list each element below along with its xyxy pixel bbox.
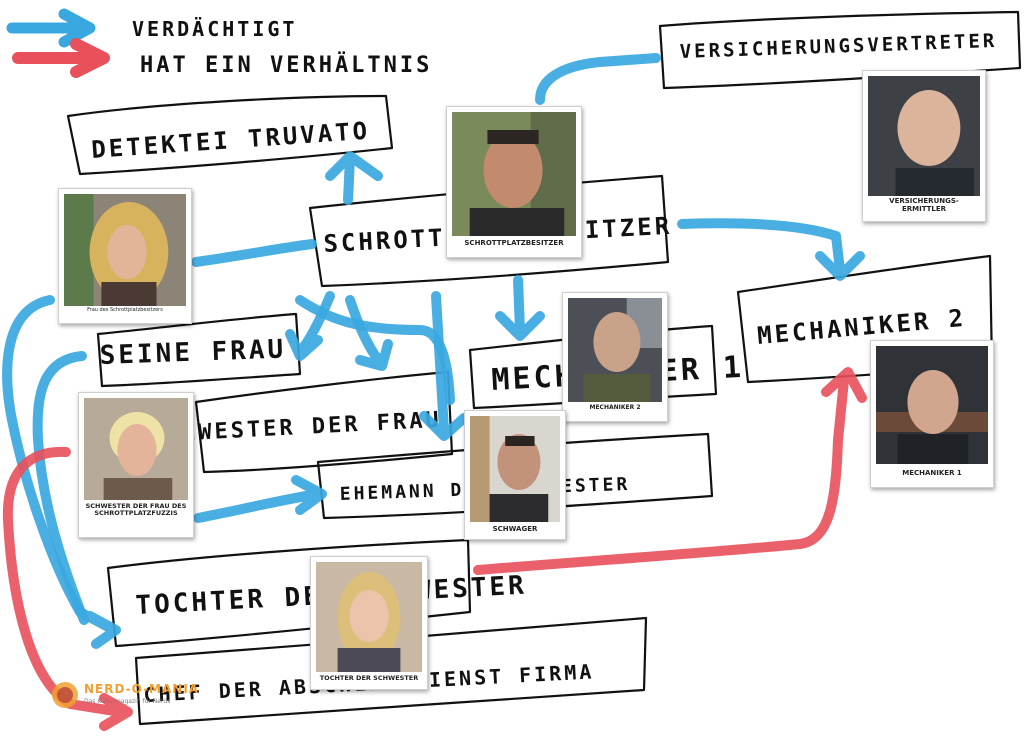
photo-daughter: TOCHTER DER SCHWESTER <box>310 556 428 690</box>
suspect-arrow-owner-to-wife <box>285 291 335 361</box>
legend-affair-arrow <box>12 38 110 78</box>
photo-mechanic1: MECHANIKER 1 <box>870 340 994 488</box>
photo-brother-in-law-caption: SCHWAGER <box>492 525 538 533</box>
photo-wife-sister-caption: SCHWESTER DER FRAU DES SCHROTTPLATZFUZZI… <box>85 502 187 518</box>
photo-wife-caption: Frau des Schrottplatzbesitzers <box>87 307 163 313</box>
suspect-arrow-owner-to-mechanic2 <box>677 218 865 281</box>
photo-mechanic1-caption: MECHANIKER 1 <box>902 469 962 477</box>
photo-brother-in-law-image <box>470 416 560 522</box>
suspect-arrow-owner-to-husband <box>419 291 469 441</box>
photo-daughter-caption: TOCHTER DER SCHWESTER <box>319 674 419 682</box>
legend-suspect-label: VERDÄCHTIGT <box>132 17 297 41</box>
suspect-arrow-owner-to-agent <box>535 53 661 105</box>
suspect-arrow-owner-to-sister <box>345 295 393 371</box>
suspect-arrow-wife-to-owner <box>191 239 317 267</box>
photo-scrapyard-owner-image <box>452 112 576 236</box>
photo-mechanic2-image <box>568 298 662 402</box>
photo-scrapyard-owner: SCHROTTPLATZBESITZER <box>446 106 582 258</box>
box-wife-outline <box>96 312 302 388</box>
box-detective-outline <box>66 94 394 176</box>
photo-scrapyard-owner-caption: SCHROTTPLATZBESITZER <box>464 239 564 247</box>
photo-brother-in-law: SCHWAGER <box>464 410 566 540</box>
box-wife-sister-outline <box>194 370 454 474</box>
suspect-arrow-owner-to-detective <box>325 151 383 205</box>
photo-mechanic1-image <box>876 346 988 464</box>
box-wife-label: SEINE FRAU <box>99 335 286 371</box>
box-insurance-agent-label: VERSICHERUNGSVERTRETER <box>679 30 997 63</box>
photo-wife-image <box>64 194 186 306</box>
photo-mechanic2: MECHANIKER 2 <box>562 292 668 422</box>
watermark-title: NERD-O-MANIA <box>84 682 200 696</box>
photo-insurance-agent-caption: VERSICHERUNGS-ERMITTLER <box>889 197 959 214</box>
box-scrapyard-owner-outline <box>308 174 670 288</box>
watermark: NERD-O-MANIA Das Kulturmagazin für Nerds <box>50 680 260 714</box>
affair-arrow-sister-to-firm <box>2 446 133 731</box>
photo-insurance-agent: VERSICHERUNGS-ERMITTLER <box>862 70 986 222</box>
suspect-arrow-wife-to-firm <box>2 295 121 649</box>
photo-daughter-image <box>316 562 422 672</box>
box-husband-outline <box>316 432 714 520</box>
photo-wife-sister-image <box>84 398 188 500</box>
watermark-logo-icon <box>52 682 78 708</box>
legend: VERDÄCHTIGT HAT EIN VERHÄLTNIS <box>6 8 432 78</box>
suspect-arrow-sister-to-husband <box>193 475 327 523</box>
box-firm-outline <box>134 616 648 726</box>
box-mechanic1-outline <box>468 324 718 410</box>
box-insurance-agent-outline <box>658 10 1022 90</box>
affair-arrow-daughter-to-mechanic1 <box>473 367 867 575</box>
suspect-arrow-owner-to-mechanic1 <box>495 275 545 341</box>
photo-wife: Frau des Schrottplatzbesitzers <box>58 188 192 324</box>
photo-insurance-agent-image <box>868 76 980 196</box>
suspect-arrow-owner-scribble <box>295 295 455 405</box>
box-daughter-outline <box>106 538 472 648</box>
box-detective-label: DETEKTEI TRUVATO <box>90 117 370 164</box>
suspect-arrow-sister-to-daughter <box>32 351 89 625</box>
photo-wife-sister: SCHWESTER DER FRAU DES SCHROTTPLATZFUZZI… <box>78 392 194 538</box>
legend-affair-label: HAT EIN VERHÄLTNIS <box>140 52 432 78</box>
watermark-subtitle: Das Kulturmagazin für Nerds <box>84 698 171 705</box>
photo-mechanic2-caption: MECHANIKER 2 <box>589 404 641 411</box>
legend-suspect-arrow <box>6 8 96 48</box>
